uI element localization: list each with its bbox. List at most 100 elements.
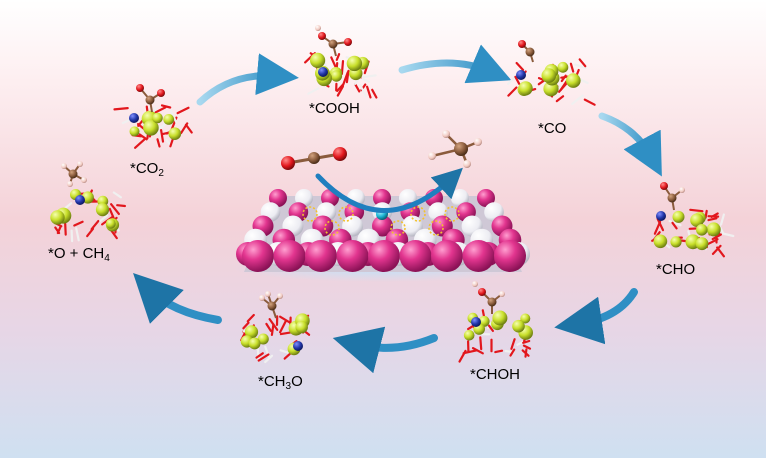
arrow-ch3o-to-och4 bbox=[133, 273, 222, 324]
framework-bond bbox=[583, 98, 596, 106]
dopant-atom bbox=[471, 317, 481, 327]
active-site-ring bbox=[338, 206, 354, 222]
framework-bond bbox=[180, 122, 189, 135]
metal-atom bbox=[512, 319, 525, 333]
free-ch4-molecule bbox=[428, 130, 482, 168]
framework-bond bbox=[270, 323, 275, 336]
framework-bond bbox=[255, 352, 264, 359]
adsorbate-hydrogen bbox=[472, 281, 478, 287]
framework-bond bbox=[90, 220, 100, 231]
metal-atom bbox=[670, 236, 682, 248]
metal-atom bbox=[520, 313, 531, 324]
catalyst-slab bbox=[232, 189, 532, 282]
arrow-co-to-cho bbox=[598, 112, 662, 177]
adsorbate-oxygen bbox=[318, 32, 326, 40]
metal-atom bbox=[143, 120, 159, 136]
framework-bond bbox=[265, 322, 272, 332]
adsorbate-hydrogen bbox=[315, 25, 321, 31]
label-ch3o: *CH3O bbox=[258, 373, 303, 392]
active-site-ring bbox=[410, 206, 426, 222]
framework-bond bbox=[707, 217, 718, 222]
label-o-ch4: *O + CH4 bbox=[48, 245, 110, 264]
framework-bond bbox=[555, 95, 565, 103]
framework-bond bbox=[471, 347, 484, 355]
active-site-ring bbox=[324, 220, 340, 236]
framework-bond bbox=[515, 61, 525, 72]
framework-bond bbox=[668, 219, 682, 227]
framework-bond bbox=[279, 320, 287, 334]
cluster-co bbox=[507, 40, 596, 106]
metal-atom bbox=[295, 320, 308, 334]
framework-bond bbox=[75, 227, 80, 242]
framework-bond bbox=[184, 123, 193, 134]
framework-bond bbox=[242, 321, 250, 330]
framework-bond bbox=[160, 129, 165, 143]
dopant-atom bbox=[318, 67, 328, 77]
slab-front-atom bbox=[336, 240, 369, 272]
metal-atom bbox=[168, 127, 182, 140]
label-cooh: *COOH bbox=[309, 100, 360, 117]
adsorbate-oxygen bbox=[344, 38, 352, 46]
framework-bond bbox=[462, 349, 478, 355]
framework-bond bbox=[56, 226, 62, 235]
metal-atom bbox=[244, 325, 259, 339]
adsorbate-hydrogen bbox=[81, 177, 87, 183]
adsorbate-hydrogen bbox=[77, 161, 83, 167]
framework-bond bbox=[264, 354, 274, 364]
metal-atom bbox=[518, 81, 533, 96]
framework-bond bbox=[336, 83, 345, 93]
cluster-cho bbox=[651, 182, 735, 258]
adsorbate-carbon bbox=[525, 47, 535, 57]
adsorbate-carbon bbox=[487, 297, 497, 307]
slab-atom bbox=[477, 189, 495, 207]
metal-atom bbox=[557, 61, 569, 73]
framework-bond bbox=[487, 324, 494, 332]
label-co: *CO bbox=[538, 120, 567, 137]
adsorbate-carbon bbox=[328, 39, 338, 49]
framework-bond bbox=[569, 62, 575, 73]
framework-bond bbox=[73, 220, 84, 227]
adsorbate-oxygen bbox=[136, 84, 144, 92]
framework-bond bbox=[246, 313, 255, 323]
slab-front-atom bbox=[462, 240, 495, 272]
metal-atom bbox=[463, 330, 475, 341]
framework-bond bbox=[64, 222, 67, 236]
cluster-o-ch4 bbox=[50, 161, 127, 243]
metal-atom bbox=[346, 55, 363, 72]
framework-bond bbox=[176, 106, 190, 115]
active-site-ring bbox=[302, 206, 318, 222]
arrow-cooh-to-co bbox=[398, 44, 512, 84]
framework-bond bbox=[156, 138, 161, 148]
metal-atom bbox=[330, 70, 343, 82]
adsorbate-hydrogen bbox=[277, 293, 283, 299]
framework-bond bbox=[366, 85, 372, 99]
framework-bond bbox=[560, 74, 567, 83]
framework-bond bbox=[354, 82, 361, 93]
slab-front-atom bbox=[494, 240, 526, 272]
framework-bond bbox=[361, 74, 377, 79]
metal-atom bbox=[152, 112, 163, 124]
label-co2: *CO2 bbox=[130, 160, 164, 179]
slab-atom-grid bbox=[236, 189, 530, 272]
framework-bond bbox=[359, 84, 368, 98]
framework-bond bbox=[711, 244, 722, 255]
adsorbate-oxygen bbox=[157, 89, 165, 97]
metal-atom bbox=[543, 81, 559, 97]
framework-bond bbox=[653, 220, 662, 235]
metal-atom bbox=[95, 203, 110, 217]
framework-bond bbox=[571, 94, 584, 106]
framework-bond bbox=[109, 203, 121, 215]
slab-atom bbox=[373, 189, 391, 207]
adsorption-arc bbox=[315, 167, 463, 213]
adsorbate-oxygen bbox=[478, 288, 486, 296]
adsorbate-hydrogen bbox=[499, 291, 505, 297]
slab-atom bbox=[401, 215, 423, 237]
metal-atom bbox=[566, 73, 581, 88]
framework-bond bbox=[161, 131, 170, 136]
framework-bond bbox=[112, 191, 123, 199]
metal-atom bbox=[690, 213, 704, 227]
active-site-ring bbox=[428, 220, 444, 236]
active-site-ring bbox=[390, 220, 406, 236]
framework-bond bbox=[279, 349, 290, 354]
